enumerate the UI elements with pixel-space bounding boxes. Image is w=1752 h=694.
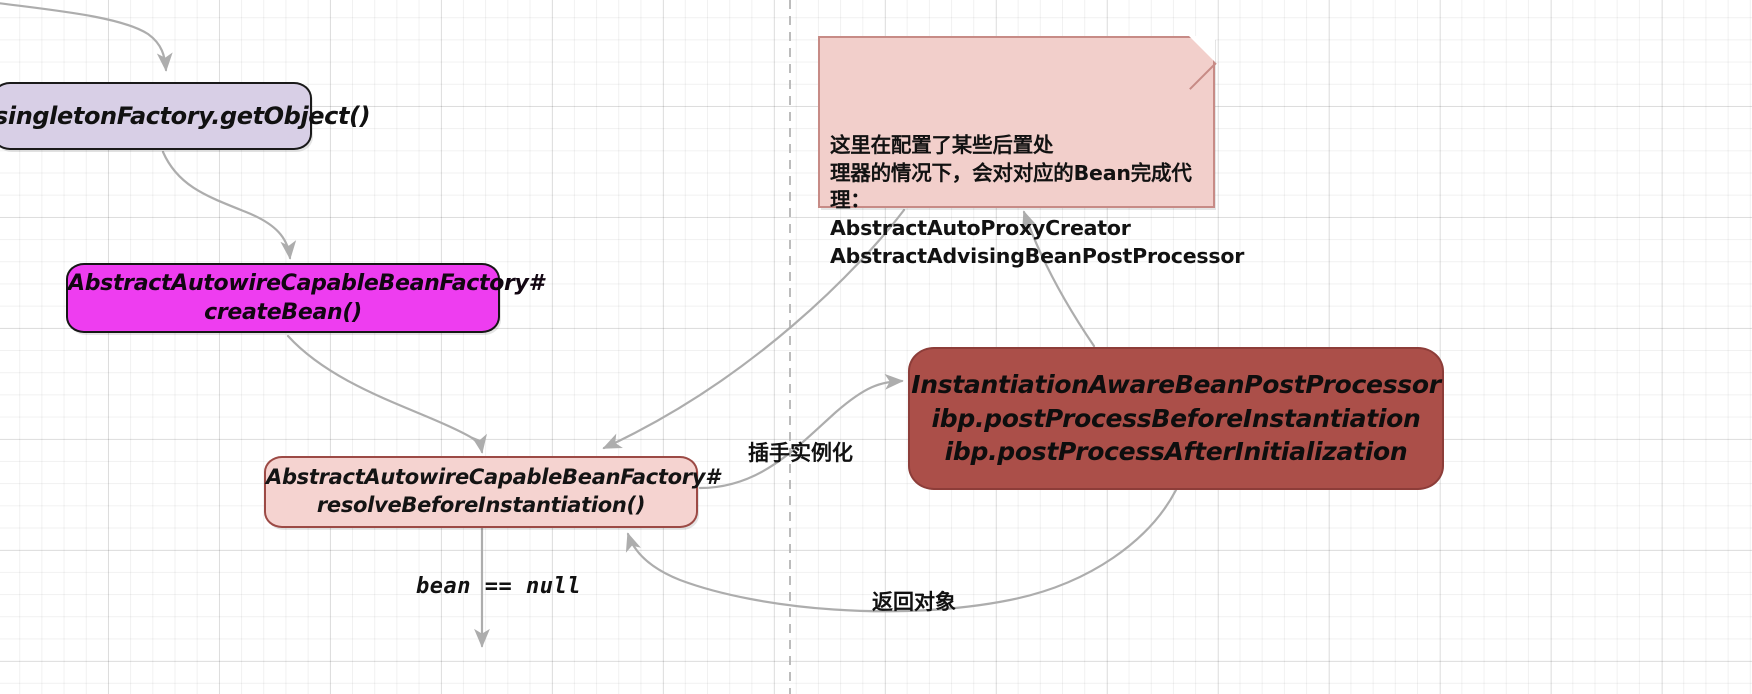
edge-createbean-to-resolve xyxy=(286,334,487,454)
node-label: singletonFactory.getObject() xyxy=(0,102,371,130)
note-text: 这里在配置了某些后置处 理器的情况下，会对对应的Bean完成代 理： Abstr… xyxy=(830,132,1245,269)
node-singleton-factory-getobject[interactable]: singletonFactory.getObject() xyxy=(0,82,371,150)
node-instantiation-aware-bean-post-processor[interactable]: InstantiationAwareBeanPostProcessor ibp.… xyxy=(908,347,1444,490)
edge-singleton-to-createbean xyxy=(161,150,297,260)
note-folded-corner-icon xyxy=(1189,36,1215,62)
node-abstract-autowire-capable-bean-factory-createbean[interactable]: AbstractAutowireCapableBeanFactory# crea… xyxy=(66,263,544,333)
node-abstract-autowire-capable-bean-factory-resolvebeforeinstantiation[interactable]: AbstractAutowireCapableBeanFactory# reso… xyxy=(264,456,720,528)
edge-label-intervene-instantiation: 插手实例化 xyxy=(748,441,853,465)
edge-label-bean-null: bean == null xyxy=(416,574,581,599)
edge-top-into-singleton xyxy=(0,2,173,72)
edge-resolve-to-ibp xyxy=(698,373,904,490)
node-label: AbstractAutowireCapableBeanFactory# crea… xyxy=(68,270,544,325)
edge-label-return-object: 返回对象 xyxy=(872,590,956,614)
node-label: InstantiationAwareBeanPostProcessor ibp.… xyxy=(911,369,1441,467)
note-fold-line-icon xyxy=(1189,62,1217,90)
node-label: AbstractAutowireCapableBeanFactory# reso… xyxy=(266,465,720,517)
sticky-note-proxy-explanation[interactable]: 这里在配置了某些后置处 理器的情况下，会对对应的Bean完成代 理： Abstr… xyxy=(818,36,1244,268)
